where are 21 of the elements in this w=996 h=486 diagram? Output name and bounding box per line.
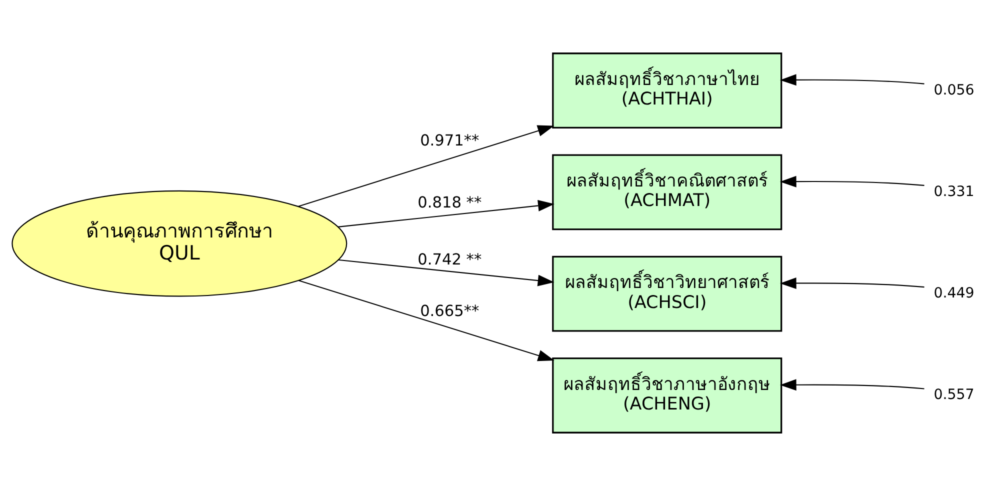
node-text: 0.331: [934, 184, 974, 200]
edge-label: 0.665**: [420, 302, 480, 320]
node-ellipse: ด้านคุณภาพการศึกษา QUL: [12, 190, 348, 297]
node-text: 0.557: [934, 387, 974, 404]
edge-label: 0.971**: [420, 131, 480, 150]
node-text: 0.449: [934, 286, 974, 302]
arrow: [780, 176, 924, 188]
node-box: ผลสัมฤทธิ์วิชาภาษาอังกฤษ (ACHENG): [552, 357, 782, 434]
arrow: [338, 200, 554, 228]
node-box: ผลสัมฤทธิ์วิชาภาษาไทย (ACHTHAI): [552, 52, 782, 129]
node-box: ผลสัมฤทธิ์วิชาวิทยาศาสตร์ (ACHSCI): [552, 256, 782, 332]
edge-label: 0.818 **: [418, 194, 482, 212]
node-box: ผลสัมฤทธิ์วิชาคณิตศาสตร์ (ACHMAT): [552, 154, 782, 230]
arrow: [780, 74, 924, 86]
edge-label: 0.742 **: [418, 250, 482, 269]
arrow: [298, 125, 554, 208]
arrow: [780, 379, 924, 391]
node-text: 0.056: [934, 82, 974, 98]
arrow: [338, 259, 554, 286]
arrow: [780, 277, 924, 289]
arrow: [298, 280, 554, 362]
